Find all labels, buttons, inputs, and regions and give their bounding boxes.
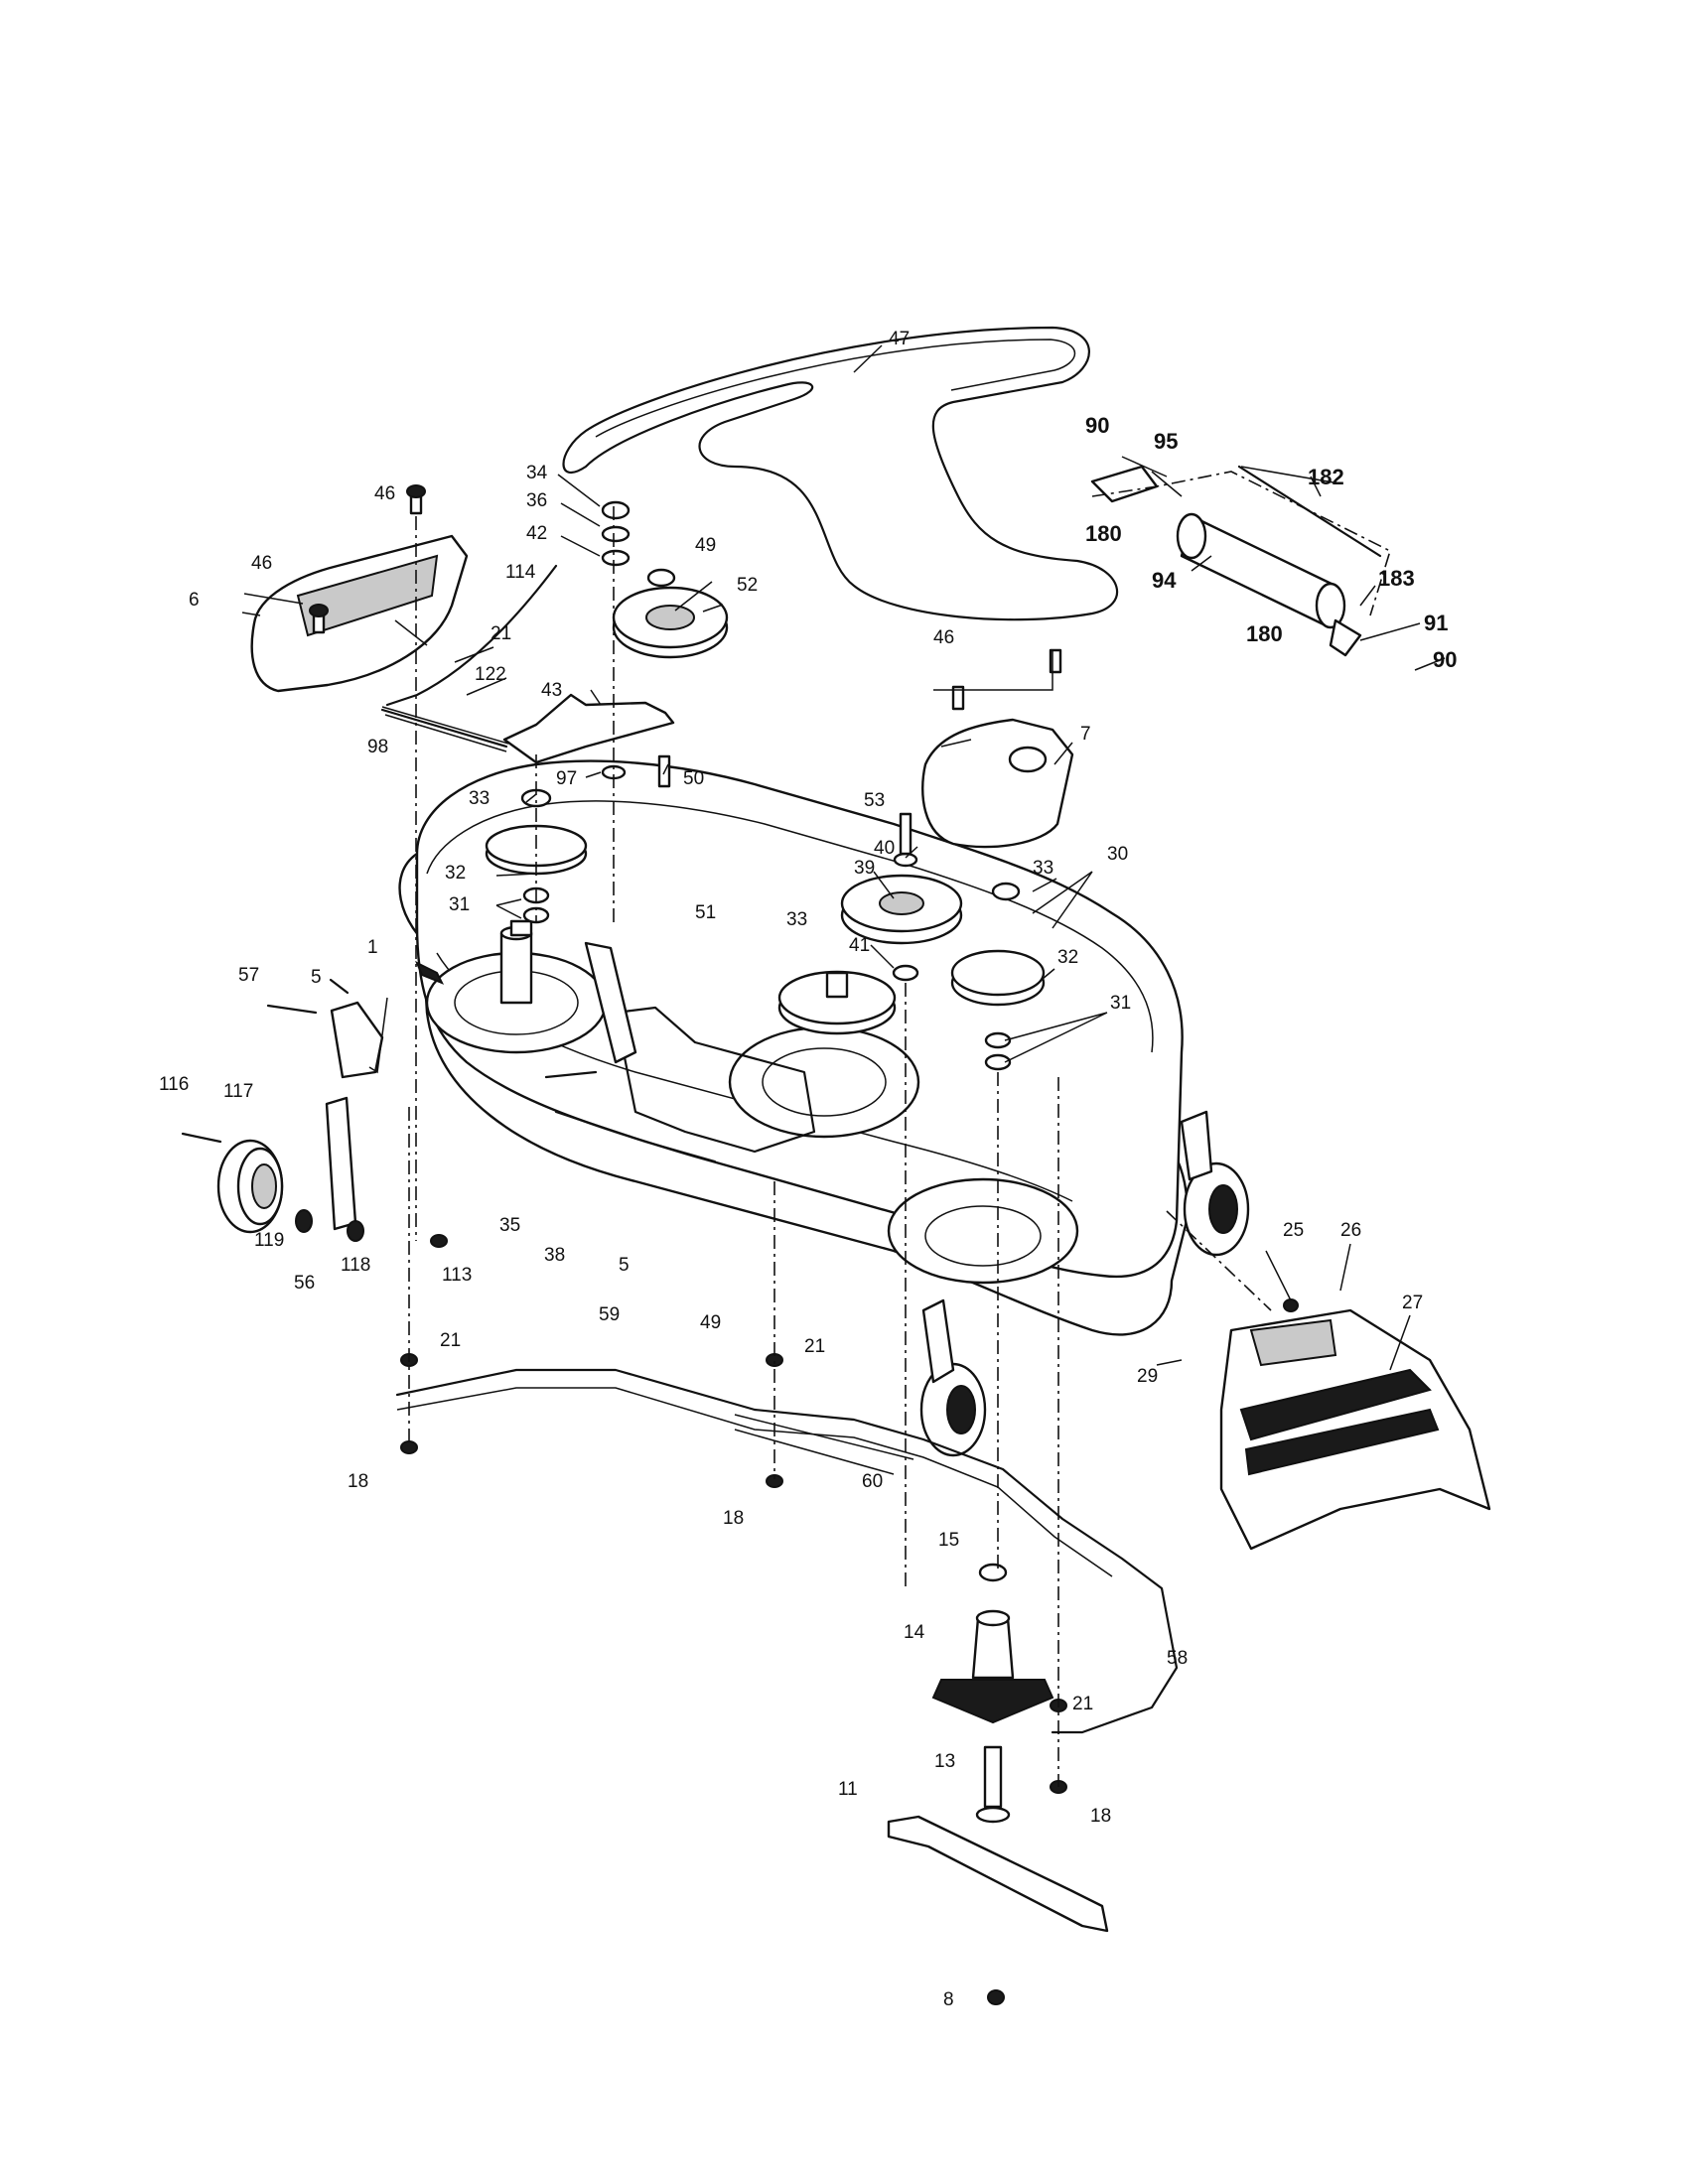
callout-59: 59 — [599, 1304, 620, 1325]
belt-shields — [250, 534, 1074, 849]
pulley-32-right — [950, 882, 1046, 1071]
callout-6: 6 — [189, 590, 200, 611]
callout-30: 30 — [1107, 844, 1128, 865]
callout-119: 119 — [254, 1230, 284, 1251]
callout-33a: 33 — [469, 788, 490, 809]
callout-49b: 49 — [700, 1312, 721, 1333]
callout-42: 42 — [526, 523, 547, 544]
callout-8: 8 — [943, 1989, 954, 2010]
callout-35: 35 — [499, 1215, 520, 1236]
discharge-chute — [1219, 1308, 1491, 1551]
callout-18c: 18 — [1090, 1806, 1111, 1827]
callout-94: 94 — [1152, 568, 1177, 593]
callout-27: 27 — [1402, 1293, 1423, 1313]
callout-180a: 180 — [1085, 521, 1122, 546]
callout-14: 14 — [904, 1622, 925, 1643]
callout-90a: 90 — [1085, 413, 1109, 438]
deck-wheels — [919, 1110, 1250, 1457]
callout-113: 113 — [442, 1265, 472, 1286]
callout-97: 97 — [556, 768, 577, 789]
callout-7: 7 — [1080, 724, 1091, 745]
callout-40: 40 — [874, 838, 895, 859]
callout-5b: 5 — [619, 1255, 630, 1276]
callout-60: 60 — [862, 1471, 883, 1492]
callout-29: 29 — [1137, 1366, 1158, 1387]
callout-21a: 21 — [491, 623, 511, 644]
callout-15: 15 — [938, 1530, 959, 1551]
mower-blade — [887, 1815, 1109, 2005]
callout-21c: 21 — [804, 1336, 825, 1357]
callout-41: 41 — [849, 935, 870, 956]
callout-182: 182 — [1308, 465, 1344, 489]
callout-33c: 33 — [1033, 858, 1053, 879]
callout-91: 91 — [1424, 611, 1448, 635]
callout-5a: 5 — [311, 967, 322, 988]
callout-32b: 32 — [1057, 947, 1078, 968]
callout-56: 56 — [294, 1273, 315, 1294]
callout-116: 116 — [159, 1074, 189, 1095]
callout-46b: 46 — [251, 553, 272, 574]
callout-32a: 32 — [445, 863, 466, 884]
callout-31b: 31 — [1110, 993, 1131, 1014]
callout-31a: 31 — [449, 894, 470, 915]
callout-38: 38 — [544, 1245, 565, 1266]
spring-98 — [380, 564, 558, 752]
callout-labels: 47 34 36 42 49 52 46 46 6 114 21 122 43 … — [159, 329, 1457, 2010]
idler-pulley-52 — [601, 500, 729, 659]
callout-26: 26 — [1340, 1220, 1361, 1241]
callout-118: 118 — [341, 1255, 370, 1276]
callout-95: 95 — [1154, 429, 1178, 454]
callout-13: 13 — [934, 1751, 955, 1772]
idler-pulley-39 — [840, 812, 963, 982]
assembly-lines — [408, 506, 1272, 1787]
leader-lines — [241, 344, 1446, 1371]
callout-33b: 33 — [786, 909, 807, 930]
drive-belt — [562, 326, 1119, 621]
callout-46c: 46 — [933, 627, 954, 648]
spindle-assembly — [931, 1563, 1054, 1824]
callout-122: 122 — [475, 664, 506, 685]
callout-47: 47 — [889, 329, 910, 349]
callout-52: 52 — [737, 575, 758, 596]
callout-57: 57 — [238, 965, 259, 986]
callout-21d: 21 — [1072, 1694, 1093, 1714]
callout-58: 58 — [1167, 1648, 1188, 1669]
callout-25: 25 — [1283, 1220, 1304, 1241]
callout-18a: 18 — [348, 1471, 368, 1492]
callout-50: 50 — [683, 768, 704, 789]
callout-53: 53 — [864, 790, 885, 811]
callout-49a: 49 — [695, 535, 716, 556]
callout-114: 114 — [505, 562, 536, 583]
callout-43: 43 — [541, 680, 562, 701]
callout-39: 39 — [854, 858, 875, 879]
callout-183: 183 — [1378, 566, 1415, 591]
callout-51: 51 — [695, 902, 716, 923]
callout-11: 11 — [838, 1779, 858, 1800]
callout-90b: 90 — [1433, 647, 1457, 672]
callout-46a: 46 — [374, 483, 395, 504]
mower-deck — [398, 759, 1189, 1336]
callout-117: 117 — [223, 1081, 253, 1102]
callout-180b: 180 — [1246, 621, 1283, 646]
callout-36: 36 — [526, 490, 547, 511]
callout-34: 34 — [526, 463, 548, 483]
roller-assembly — [1090, 465, 1391, 657]
hardware-bolts — [309, 484, 1299, 1794]
callout-18b: 18 — [723, 1508, 744, 1529]
gauge-wheel-assembly — [181, 978, 384, 1242]
callout-98: 98 — [367, 737, 388, 757]
deck-baffles — [395, 1368, 1179, 1734]
callout-21b: 21 — [440, 1330, 461, 1351]
callout-1: 1 — [367, 937, 378, 958]
